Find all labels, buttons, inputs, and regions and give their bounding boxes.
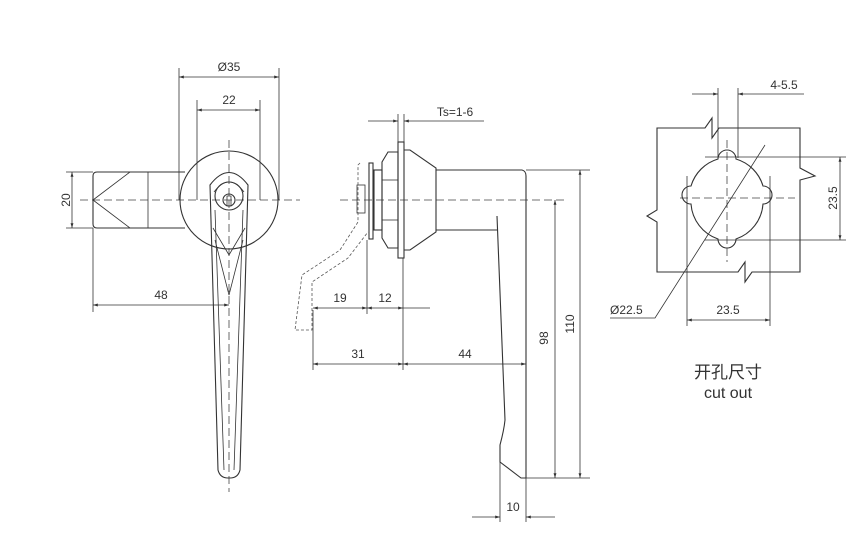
front-view: Ø35 22 20 48: [59, 60, 300, 492]
dim-ts: Ts=1-6: [437, 105, 474, 119]
dim-44: 44: [458, 347, 472, 361]
dim-110: 110: [563, 314, 577, 333]
dim-20: 20: [59, 193, 73, 207]
dim-22: 22: [222, 93, 236, 107]
dim-48: 48: [154, 288, 168, 302]
dim-98: 98: [537, 331, 551, 345]
dim-19: 19: [333, 291, 347, 305]
dim-10: 10: [506, 500, 520, 514]
dim-slot-width: 4-5.5: [770, 78, 798, 92]
side-view: Ts=1-6 19 12 31 44 98 110 10: [294, 105, 590, 522]
dim-12: 12: [378, 291, 392, 305]
dim-diameter-22-5: Ø22.5: [610, 303, 643, 317]
dim-31: 31: [351, 347, 365, 361]
dim-cutout-width: 23.5: [716, 303, 740, 317]
cutout-title-chinese: 开孔尺寸: [694, 363, 762, 383]
dim-cutout-height: 23.5: [826, 186, 840, 210]
cutout-title-english: cut out: [704, 385, 753, 402]
dim-diameter-35: Ø35: [218, 60, 241, 74]
cutout-view: 4-5.5 23.5 23.5 Ø22.5 开孔尺寸 cut out: [610, 78, 846, 402]
